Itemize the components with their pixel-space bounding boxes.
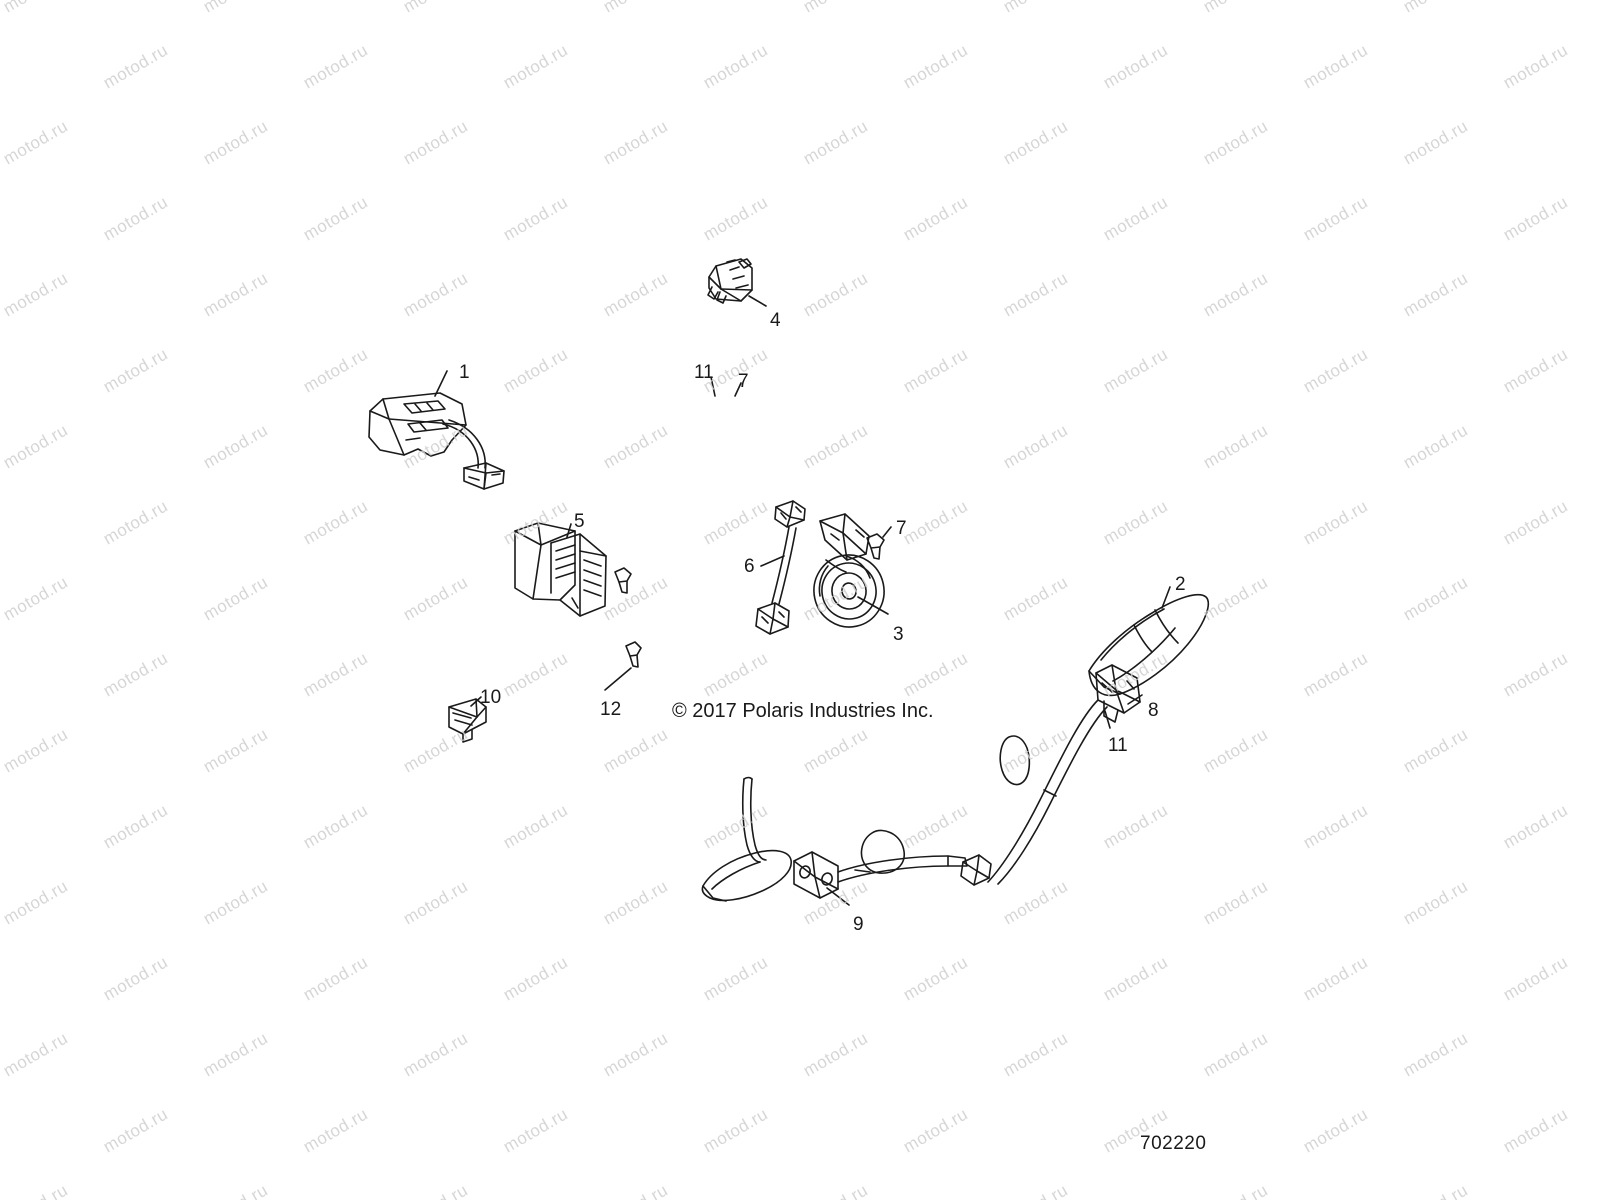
callout-horn-harness: 6 <box>744 556 755 577</box>
leader-10 <box>470 696 482 707</box>
part-turn-signal-lamp <box>960 593 1210 886</box>
leader-5 <box>566 523 572 538</box>
part-screw-lower <box>625 641 642 668</box>
copyright-notice: © 2017 Polaris Industries Inc. <box>672 700 934 722</box>
leader-8 <box>1127 694 1143 705</box>
leader-4 <box>748 295 767 307</box>
callout-nut: 7 <box>738 371 749 392</box>
callout-lamp-bracket: 8 <box>1148 700 1159 721</box>
leader-12 <box>604 667 632 691</box>
leader-6 <box>760 555 785 567</box>
callout-control-module: 5 <box>574 511 585 532</box>
callout-fastener-small: 11 <box>694 362 714 383</box>
part-nut <box>866 533 885 560</box>
leader-1 <box>434 370 448 397</box>
callout-screw: 12 <box>600 699 622 720</box>
part-clip <box>448 698 487 743</box>
callout-mirror-assembly: 9 <box>853 914 864 935</box>
callout-clip: 10 <box>480 687 502 708</box>
callout-turn-signal-lamp: 2 <box>1175 574 1186 595</box>
part-horn-lead <box>755 500 806 635</box>
leader-7-horn <box>882 526 892 538</box>
callout-fastener-small: 11 <box>1108 735 1128 756</box>
callout-flasher-relay: 4 <box>770 310 781 331</box>
callout-handlebar-control-switch: 1 <box>459 362 470 383</box>
part-screw-upper <box>614 567 632 594</box>
callout-nut: 7 <box>896 518 907 539</box>
part-handlebar-switch <box>368 392 505 490</box>
part-mirror-assembly <box>701 776 968 902</box>
part-flasher-relay <box>707 258 753 304</box>
callout-horn: 3 <box>893 624 904 645</box>
part-horn <box>813 513 885 628</box>
part-control-module <box>514 522 607 617</box>
leader-11-lamp <box>1104 710 1111 729</box>
leader-7-top <box>734 382 742 397</box>
diagram-part-number: 702220 <box>1140 1133 1207 1154</box>
leader-11-top <box>710 376 716 397</box>
leader-3 <box>857 596 889 615</box>
leader-2 <box>1161 586 1171 609</box>
leader-9 <box>826 887 850 906</box>
